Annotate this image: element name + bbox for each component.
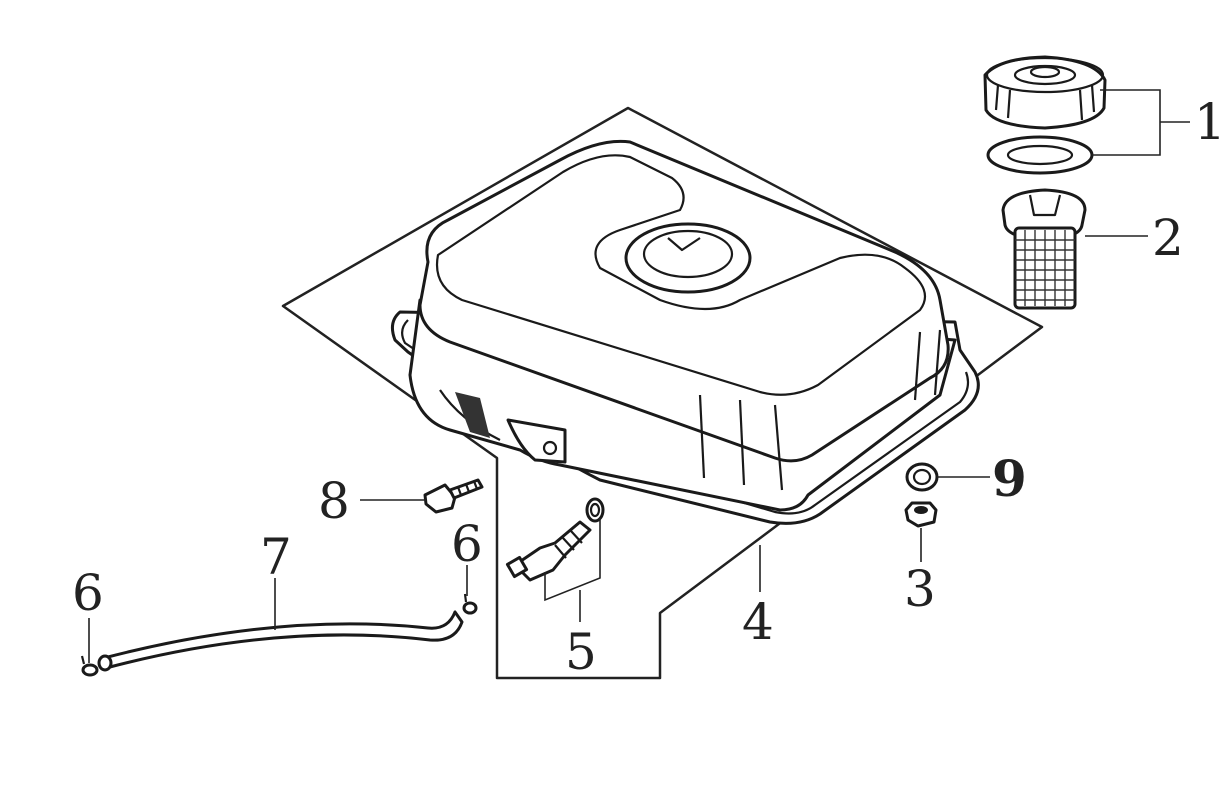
- callout-8: 8: [318, 472, 350, 530]
- fuel-strainer: [1001, 188, 1087, 310]
- callout-1: 1: [1194, 93, 1226, 151]
- fuel-valve: [505, 497, 605, 582]
- callout-3: 3: [904, 560, 936, 618]
- callout-6-left: 6: [72, 564, 104, 622]
- assembly-boundary: [281, 106, 1044, 680]
- nut: [904, 501, 938, 528]
- hose-clip-right: [462, 593, 478, 615]
- callout-7: 7: [260, 528, 292, 586]
- leader-lines: [88, 89, 1190, 663]
- callout-6-right: 6: [451, 515, 483, 573]
- hose-clip-left: [80, 655, 99, 677]
- fuel-tank: [390, 139, 980, 525]
- washer: [905, 462, 939, 492]
- callout-2: 2: [1152, 209, 1184, 267]
- callout-5: 5: [565, 623, 597, 681]
- cap-gasket: [986, 135, 1094, 175]
- bolt: [423, 478, 484, 514]
- callout-9: 9: [992, 449, 1027, 508]
- fuel-hose: [97, 610, 464, 672]
- fuel-cap: [983, 55, 1107, 130]
- callout-4: 4: [742, 593, 774, 651]
